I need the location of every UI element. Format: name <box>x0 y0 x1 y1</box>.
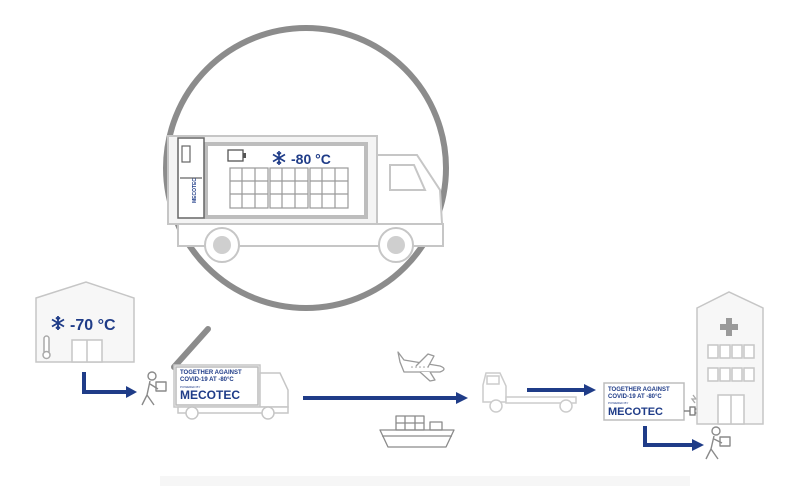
truck-powered-by: POWERED BY <box>180 385 200 389</box>
unit-logo: MECOTEC <box>608 406 663 418</box>
battery-icon <box>227 149 244 162</box>
warehouse <box>35 281 135 363</box>
truck-slogan-line2: COVID-19 AT -80°C <box>180 377 234 383</box>
unit-slogan-line2: COVID-19 AT -80°C <box>608 394 662 400</box>
bottom-band <box>160 476 690 486</box>
magnifier-handle <box>171 326 211 370</box>
plug-icon <box>684 394 698 416</box>
person-carrying-box-icon <box>705 426 731 460</box>
person-carrying-box-icon <box>141 371 167 406</box>
warehouse-temperature: -70 °C <box>70 317 116 334</box>
freezer-brand: MECOTEC <box>192 178 198 203</box>
hospital-cross-icon <box>720 318 738 336</box>
truck-chassis <box>177 223 444 247</box>
magnified-truck <box>167 135 445 263</box>
unit-powered-by: POWERED BY <box>608 401 628 405</box>
airplane-icon <box>397 351 445 382</box>
truck-window <box>389 164 427 191</box>
magnified-temperature: -80 °C <box>291 151 331 167</box>
vaccine-racks <box>229 167 349 209</box>
flow-arrows <box>82 372 704 451</box>
truck-logo: MECOTEC <box>180 388 240 402</box>
truck-slogan-line1: TOGETHER AGAINST <box>180 370 242 376</box>
delivery-truck <box>173 364 289 420</box>
charging-unit <box>603 382 685 421</box>
unit-slogan-line1: TOGETHER AGAINST <box>608 387 670 393</box>
hospital <box>696 291 764 425</box>
ship-icon <box>379 415 455 448</box>
slogan-panel <box>175 366 259 406</box>
transport-truck <box>482 372 577 413</box>
